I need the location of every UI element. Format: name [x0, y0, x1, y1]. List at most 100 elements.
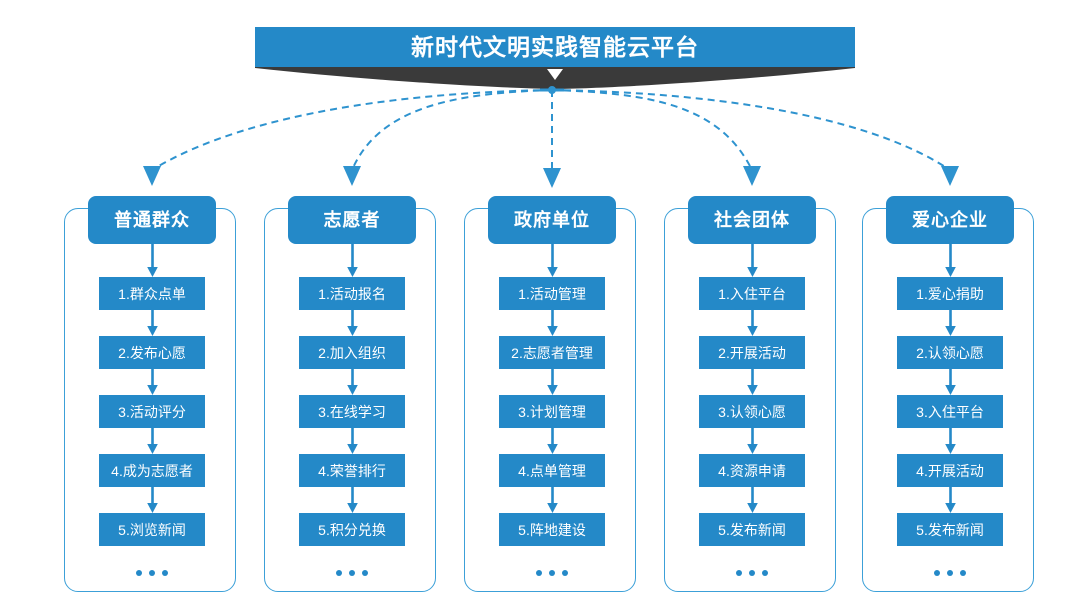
- step-label: 5.浏览新闻: [118, 521, 186, 538]
- step-label: 1.爱心捐助: [916, 285, 984, 302]
- column-header-4[interactable]: 社会团体: [688, 196, 816, 244]
- step-box[interactable]: 4.成为志愿者: [99, 454, 205, 487]
- step-label: 3.在线学习: [318, 403, 386, 420]
- arrow-down-icon: [944, 369, 956, 395]
- arrow-down-icon: [746, 428, 758, 454]
- step-label: 4.开展活动: [916, 462, 984, 479]
- step-box[interactable]: 5.发布新闻: [897, 513, 1003, 546]
- arrow-down-icon: [346, 487, 358, 513]
- step-box[interactable]: 1.活动管理: [499, 277, 605, 310]
- arrow-down-icon: [146, 428, 158, 454]
- more-items-ellipsis: [136, 568, 168, 578]
- column-steps: 1.活动报名 2.加入组织 3.在线学习 4.荣誉排行 5.积分兑换: [262, 244, 442, 578]
- banner-ribbon-shadow: [255, 67, 855, 89]
- step-box[interactable]: 5.浏览新闻: [99, 513, 205, 546]
- arrow-down-icon: [346, 310, 358, 336]
- arrow-down-icon: [146, 487, 158, 513]
- column-header-label: 社会团体: [714, 210, 790, 230]
- step-box[interactable]: 2.发布心愿: [99, 336, 205, 369]
- step-label: 5.阵地建设: [518, 521, 586, 538]
- step-box[interactable]: 3.在线学习: [299, 395, 405, 428]
- step-label: 4.点单管理: [518, 462, 586, 479]
- arrow-down-icon: [146, 369, 158, 395]
- step-box[interactable]: 4.点单管理: [499, 454, 605, 487]
- step-box[interactable]: 3.活动评分: [99, 395, 205, 428]
- arrow-down-icon: [346, 244, 358, 277]
- column-steps: 1.群众点单 2.发布心愿 3.活动评分 4.成为志愿者 5.浏览新闻: [62, 244, 242, 578]
- column-header-2[interactable]: 志愿者: [288, 196, 416, 244]
- step-box[interactable]: 2.认领心愿: [897, 336, 1003, 369]
- step-box[interactable]: 2.志愿者管理: [499, 336, 605, 369]
- column-header-5[interactable]: 爱心企业: [886, 196, 1014, 244]
- step-label: 5.积分兑换: [318, 521, 386, 538]
- step-label: 3.计划管理: [518, 403, 586, 420]
- step-box[interactable]: 3.入住平台: [897, 395, 1003, 428]
- step-label: 4.成为志愿者: [111, 462, 193, 479]
- step-label: 1.活动管理: [518, 285, 586, 302]
- step-label: 5.发布新闻: [718, 521, 786, 538]
- step-box[interactable]: 1.活动报名: [299, 277, 405, 310]
- step-box[interactable]: 2.开展活动: [699, 336, 805, 369]
- step-label: 2.志愿者管理: [511, 344, 593, 361]
- step-box[interactable]: 2.加入组织: [299, 336, 405, 369]
- arrow-down-icon: [546, 487, 558, 513]
- arrow-down-icon: [346, 428, 358, 454]
- step-label: 3.入住平台: [916, 403, 984, 420]
- column-steps: 1.活动管理 2.志愿者管理 3.计划管理 4.点单管理 5.阵地建设: [462, 244, 642, 578]
- column-header-label: 志愿者: [323, 210, 381, 230]
- step-box[interactable]: 5.积分兑换: [299, 513, 405, 546]
- more-items-ellipsis: [934, 568, 966, 578]
- column-header-label: 普通群众: [114, 210, 190, 230]
- step-label: 4.荣誉排行: [318, 462, 386, 479]
- arrow-down-icon: [746, 310, 758, 336]
- step-label: 1.群众点单: [118, 285, 186, 302]
- arrow-down-icon: [746, 487, 758, 513]
- platform-title: 新时代文明实践智能云平台: [411, 33, 699, 60]
- step-box[interactable]: 5.阵地建设: [499, 513, 605, 546]
- arrow-down-icon: [146, 310, 158, 336]
- step-box[interactable]: 4.开展活动: [897, 454, 1003, 487]
- step-label: 2.认领心愿: [916, 344, 984, 361]
- arrow-down-icon: [146, 244, 158, 277]
- arrow-down-icon: [746, 369, 758, 395]
- step-label: 3.认领心愿: [718, 403, 786, 420]
- platform-banner: 新时代文明实践智能云平台: [255, 27, 855, 89]
- step-label: 4.资源申请: [718, 462, 786, 479]
- step-box[interactable]: 3.认领心愿: [699, 395, 805, 428]
- step-label: 2.开展活动: [718, 344, 786, 361]
- step-box[interactable]: 1.群众点单: [99, 277, 205, 310]
- step-label: 1.活动报名: [318, 285, 386, 302]
- more-items-ellipsis: [536, 568, 568, 578]
- step-label: 5.发布新闻: [916, 521, 984, 538]
- column-header-3[interactable]: 政府单位: [488, 196, 616, 244]
- step-label: 2.发布心愿: [118, 344, 186, 361]
- role-columns: 普通群众 1.群众点单 2.发布心愿 3.活动评分 4.成为志愿者 5.浏览新闻…: [0, 196, 1080, 596]
- column-header-1[interactable]: 普通群众: [88, 196, 216, 244]
- arrow-down-icon: [546, 310, 558, 336]
- column-header-label: 政府单位: [514, 210, 590, 230]
- platform-banner-box: 新时代文明实践智能云平台: [255, 27, 855, 67]
- step-label: 2.加入组织: [318, 344, 386, 361]
- step-label: 1.入住平台: [718, 285, 786, 302]
- arrow-down-icon: [546, 244, 558, 277]
- column-steps: 1.爱心捐助 2.认领心愿 3.入住平台 4.开展活动 5.发布新闻: [860, 244, 1040, 578]
- arrow-down-icon: [746, 244, 758, 277]
- more-items-ellipsis: [736, 568, 768, 578]
- arrow-down-icon: [944, 487, 956, 513]
- step-box[interactable]: 5.发布新闻: [699, 513, 805, 546]
- arrow-down-icon: [546, 428, 558, 454]
- step-box[interactable]: 4.荣誉排行: [299, 454, 405, 487]
- column-header-label: 爱心企业: [912, 210, 988, 230]
- arrow-down-icon: [546, 369, 558, 395]
- column-steps: 1.入住平台 2.开展活动 3.认领心愿 4.资源申请 5.发布新闻: [662, 244, 842, 578]
- step-box[interactable]: 1.入住平台: [699, 277, 805, 310]
- arrow-down-icon: [944, 428, 956, 454]
- step-box[interactable]: 3.计划管理: [499, 395, 605, 428]
- arrow-down-icon: [944, 244, 956, 277]
- arrow-down-icon: [346, 369, 358, 395]
- arrow-down-icon: [944, 310, 956, 336]
- step-label: 3.活动评分: [118, 403, 186, 420]
- more-items-ellipsis: [336, 568, 368, 578]
- step-box[interactable]: 4.资源申请: [699, 454, 805, 487]
- step-box[interactable]: 1.爱心捐助: [897, 277, 1003, 310]
